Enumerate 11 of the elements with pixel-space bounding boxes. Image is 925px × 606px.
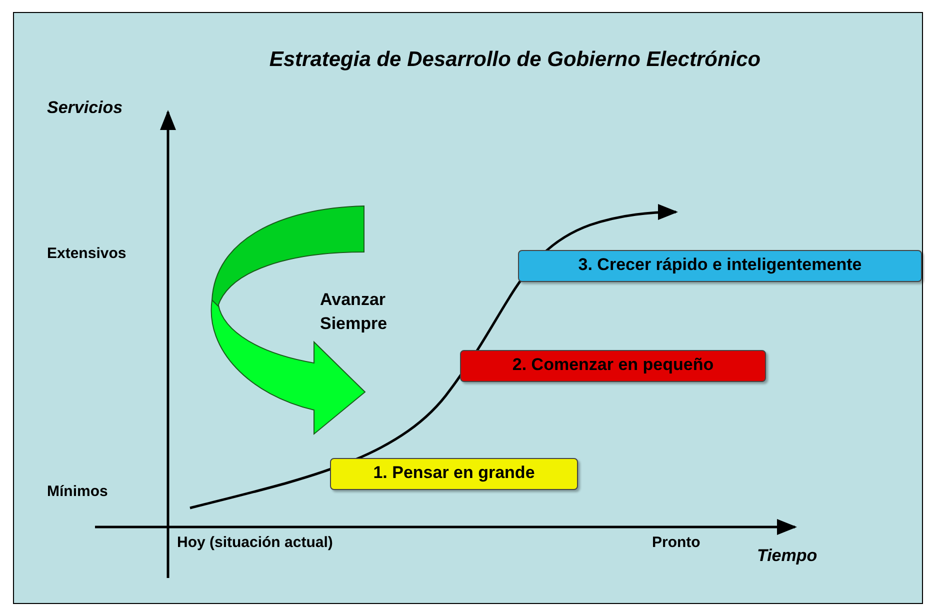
title: Estrategia de Desarrollo de Gobierno Electrónico — [268, 48, 762, 72]
axis-label: Extensivos — [47, 245, 126, 262]
axis-title: Servicios — [47, 98, 123, 118]
axis-label: Mínimos — [47, 483, 108, 500]
axis-title: Tiempo — [757, 546, 818, 566]
step-label: 2. Comenzar en pequeño — [460, 350, 766, 382]
arrow-label: Avanzar Siempre — [320, 289, 388, 335]
step-label: 3. Crecer rápido e inteligentemente — [518, 250, 922, 282]
axis-label: Pronto — [652, 534, 700, 551]
step-label: 1. Pensar en grande — [330, 458, 578, 490]
axis-label: Hoy (situación actual) — [177, 534, 333, 551]
